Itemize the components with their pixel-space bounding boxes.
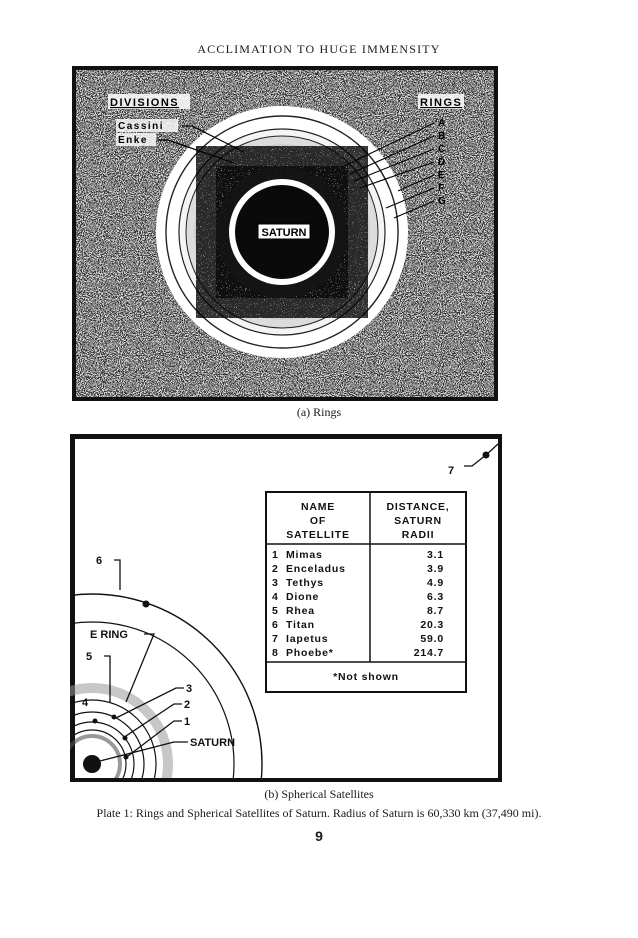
figure-a-caption: (a) Rings [296,405,342,419]
moon-3-dot [111,714,117,720]
division-cassini: Cassini [118,121,164,132]
e-ring-label: E RING [90,629,128,641]
row-2-distance: 3.9 [427,563,444,575]
moon-1-leader [127,720,182,757]
row-6-name: Titan [286,619,315,631]
saturn-leader [95,741,188,763]
moon-3-label: 3 [186,683,192,695]
ring-b-label: B [438,131,445,142]
moon-6-dot [142,600,150,608]
row-4-name: Dione [286,591,319,603]
moon-5-leader [104,655,111,702]
header-name-3: SATELLITE [286,529,350,541]
row-4-distance: 6.3 [427,591,444,603]
row-7-name: Iapetus [286,633,328,645]
e-ring-leader [125,633,155,703]
page-number: 9 [315,828,323,844]
satellites-figure: 6 5 E RING 4 3 2 1 SATURN 7 NAME OF SATE… [70,434,502,782]
moon-2-leader [125,703,182,737]
saturn-small-label: SATURN [190,737,235,749]
moon-4-dot [92,718,98,724]
row-3-name: Tethys [286,577,324,589]
ring-e-label: E [438,170,445,181]
row-1-name: Mimas [286,549,323,561]
orbit-3 [70,711,145,782]
division-enke: Enke [118,135,148,146]
figure-b-caption: (b) Spherical Satellites [264,787,374,801]
row-8-num: 8 [272,647,279,659]
plate-caption: Plate 1: Rings and Spherical Satellites … [96,806,542,820]
row-2-name: Enceladus [286,563,346,575]
row-1-num: 1 [272,549,279,561]
rings-figure: SATURN DIVISIONS Cassini Enke RINGS A B … [72,66,498,401]
ring-a-label: A [438,118,445,129]
ring-leaders [343,122,435,219]
ring-g-label: G [438,196,446,207]
orbit-6 [70,593,263,782]
orbit-5 [70,621,235,782]
row-7-distance: 59.0 [420,633,444,645]
row-5-distance: 8.7 [427,605,444,617]
divisions-heading: DIVISIONS [110,97,179,109]
row-6-distance: 20.3 [420,619,444,631]
row-7-num: 7 [272,633,279,645]
satellite-table [265,491,467,693]
ring-c-label: C [438,144,445,155]
moon-7-label: 7 [448,465,454,477]
orbit-4 [70,699,157,782]
orbit-1 [70,729,127,782]
header-name-2: OF [310,515,326,527]
row-5-name: Rhea [286,605,315,617]
row-5-num: 5 [272,605,279,617]
main-rings [70,734,122,782]
row-3-distance: 4.9 [427,577,444,589]
header-distance-3: RADII [402,529,435,541]
moon-2-dot [122,735,128,741]
moon-1-label: 1 [184,716,190,728]
moon-6-label: 6 [96,555,102,567]
enke-leader [158,139,235,164]
rings-heading: RINGS [420,97,462,109]
moon-7-leader [464,443,499,467]
orbit-2 [70,721,135,782]
cassini-leader [182,125,245,153]
row-2-num: 2 [272,563,279,575]
ring-d-label: D [438,157,445,168]
saturn-disk-small [83,755,101,773]
header-name-1: NAME [301,501,335,513]
row-8-distance: 214.7 [414,647,444,659]
header-distance-2: SATURN [394,515,442,527]
ring-f-label: F [438,183,444,194]
e-ring-band [70,683,173,782]
row-4-num: 4 [272,591,279,603]
row-3-num: 3 [272,577,279,589]
moon-2-label: 2 [184,699,190,711]
moon-1-dot [123,754,129,760]
saturn-label: SATURN [261,227,306,239]
moon-6-leader [114,559,121,590]
row-8-name: Phoebe* [286,647,334,659]
moon-4-label: 4 [82,697,89,709]
header-distance-1: DISTANCE, [386,501,449,513]
row-6-num: 6 [272,619,279,631]
table-footnote: *Not shown [333,671,399,683]
moon-5-label: 5 [86,651,92,663]
running-head: ACCLIMATION TO HUGE IMMENSITY [197,42,441,56]
row-1-distance: 3.1 [427,549,444,561]
moon-3-leader [115,687,184,719]
